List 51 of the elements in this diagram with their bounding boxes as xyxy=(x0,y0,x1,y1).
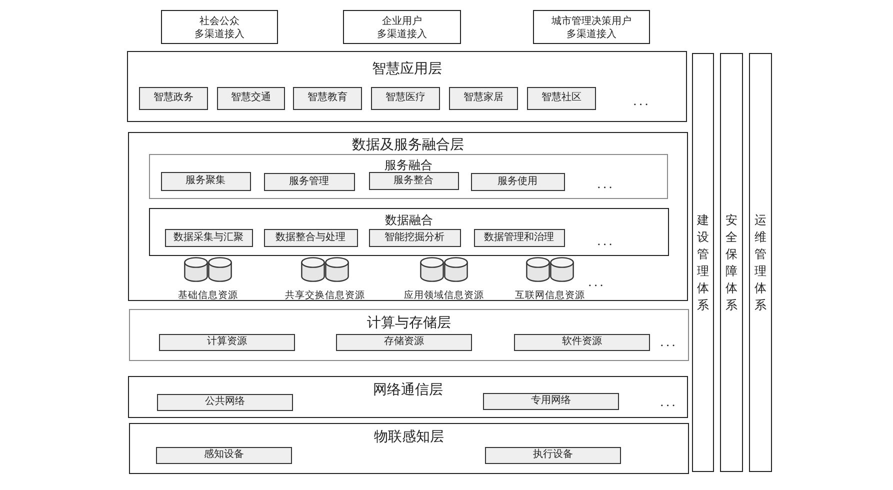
system-bar: 安全保障体系 xyxy=(720,53,743,472)
module-box: 执行设备 xyxy=(484,446,621,464)
module-box: 专用网络 xyxy=(482,392,619,410)
layer-title: 物联感知层 xyxy=(374,428,444,446)
module-box: 服务管理 xyxy=(264,172,355,191)
module-box: 数据采集与汇聚 xyxy=(164,228,253,247)
user-box: 企业用户 多渠道接入 xyxy=(343,10,461,44)
module-box: 智慧教育 xyxy=(292,86,362,110)
group-panel xyxy=(148,154,668,199)
module-box: 服务聚集 xyxy=(160,172,251,191)
ellipsis: ... xyxy=(597,235,614,247)
layer-title: 智慧应用层 xyxy=(372,60,442,78)
module-box: 计算资源 xyxy=(158,334,295,351)
layer-panel xyxy=(129,423,689,474)
ellipsis: ... xyxy=(633,95,650,107)
layer-title: 计算与存储层 xyxy=(367,314,451,332)
ellipsis: ... xyxy=(597,178,614,190)
resource-label: 基础信息资源 xyxy=(178,290,238,301)
ellipsis: ... xyxy=(588,276,606,288)
module-box: 服务整合 xyxy=(368,172,459,190)
module-box: 智慧医疗 xyxy=(370,86,440,110)
group-title: 数据融合 xyxy=(384,212,433,229)
resource-label: 应用领域信息资源 xyxy=(404,290,484,301)
module-box: 数据管理和治理 xyxy=(474,228,565,247)
user-box: 社会公众 多渠道接入 xyxy=(161,10,278,44)
layer-panel xyxy=(128,376,688,418)
module-box: 智慧交通 xyxy=(216,86,285,110)
module-box: 软件资源 xyxy=(514,334,650,351)
system-bar: 建设管理体系 xyxy=(692,53,714,472)
resource-label: 互联网信息资源 xyxy=(514,290,585,301)
module-box: 公共网络 xyxy=(156,394,293,411)
layer-panel xyxy=(128,132,688,301)
module-box: 数据整合与处理 xyxy=(264,228,358,247)
module-box: 服务使用 xyxy=(470,172,565,191)
ellipsis: ... xyxy=(660,396,678,408)
layer-panel xyxy=(129,309,689,361)
module-box: 存储资源 xyxy=(336,334,472,351)
module-box: 智能挖掘分析 xyxy=(368,228,461,247)
module-box: 感知设备 xyxy=(156,446,292,464)
layer-title: 网络通信层 xyxy=(373,381,443,399)
user-box: 城市管理决策用户 多渠道接入 xyxy=(533,10,650,44)
module-box: 智慧家居 xyxy=(448,86,518,110)
ellipsis: ... xyxy=(660,336,678,348)
system-bar: 运维管理体系 xyxy=(749,53,772,472)
layer-panel xyxy=(127,51,687,122)
resource-label: 共享交换信息资源 xyxy=(284,290,365,301)
group-title: 服务融合 xyxy=(384,156,432,174)
module-box: 智慧政务 xyxy=(138,86,208,110)
layer-title: 数据及服务融合层 xyxy=(352,136,464,154)
module-box: 智慧社区 xyxy=(526,86,596,110)
group-panel xyxy=(148,208,669,256)
